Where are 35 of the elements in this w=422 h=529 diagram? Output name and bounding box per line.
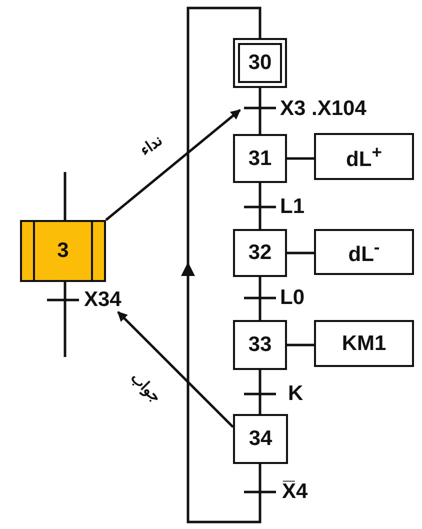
step-box: [233, 320, 287, 370]
transition-condition: L0: [280, 287, 305, 308]
step-number: 31: [248, 146, 272, 170]
action-label: dL$^{+}$: [346, 142, 382, 172]
macro-step-box: [20, 220, 106, 282]
connector-line: [258, 277, 262, 320]
connector-line: [287, 344, 314, 346]
edge-label: جواب: [128, 370, 164, 406]
edge-label: نداء: [138, 132, 166, 158]
step-number: 3: [57, 239, 69, 263]
connector-line: [287, 252, 314, 254]
connector-line: [258, 183, 262, 229]
action-box: [314, 229, 414, 275]
step-number: 33: [248, 333, 272, 357]
transition-condition: L1: [280, 196, 305, 217]
connector-line: [258, 370, 262, 414]
connector-line: [258, 88, 262, 134]
step-box: [233, 229, 287, 277]
step-number: 32: [248, 241, 272, 265]
initial-step-box: [233, 38, 287, 88]
action-label: dL$^{-}$: [348, 237, 380, 267]
transition-condition: X34: [84, 288, 122, 312]
connector-line: [287, 157, 314, 160]
step-box: [233, 414, 288, 464]
transition-condition: K: [288, 383, 304, 404]
step-number: 34: [248, 427, 272, 451]
step-number: 30: [248, 51, 272, 75]
arrow: [105, 109, 241, 221]
action-label: KM1: [342, 332, 386, 356]
transition-condition: X3 .X104: [280, 97, 366, 121]
action-box: [314, 320, 414, 367]
step-box: [233, 134, 287, 183]
action-box: [314, 133, 414, 180]
arrow: [117, 311, 234, 428]
transition-condition: X̅4: [282, 481, 308, 502]
